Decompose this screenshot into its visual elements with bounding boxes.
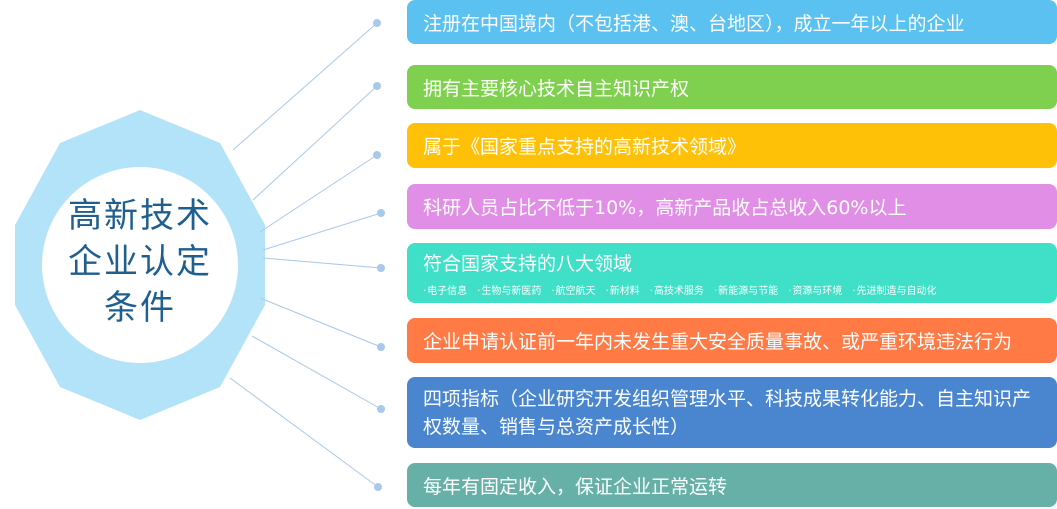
connector-dot (377, 405, 385, 413)
connector-lines (229, 19, 385, 491)
hub-title-line-1: 高新技术 (68, 196, 212, 236)
connector-line (259, 154, 378, 233)
condition-text: 拥有主要核心技术自主知识产权 (423, 77, 690, 100)
condition-text: 注册在中国境内（不包括港、澳、台地区），成立一年以上的企业 (423, 12, 965, 35)
condition-item-stable-income: 每年有固定收入，保证企业正常运转 (407, 463, 1057, 507)
condition-text: 属于《国家重点支持的高新技术领域》 (423, 136, 747, 158)
hub-title: 高新技术 企业认定 条件 (45, 193, 235, 331)
connector-line (251, 335, 382, 410)
field-tag: 高技术服务 (650, 282, 704, 297)
condition-item-registration: 注册在中国境内（不包括港、澳、台地区），成立一年以上的企业 (407, 0, 1057, 44)
connector-dot (377, 264, 385, 272)
condition-text: 企业申请认证前一年内未发生重大安全质量事故、或严重环境违法行为 (423, 331, 1013, 353)
condition-text: 符合国家支持的八大领域 (423, 253, 633, 275)
condition-item-no-violation: 企业申请认证前一年内未发生重大安全质量事故、或严重环境违法行为 (407, 318, 1057, 363)
field-tag: 资源与环境 (788, 282, 842, 297)
condition-item-four-indicators: 四项指标（企业研究开发组织管理水平、科技成果转化能力、自主知识产权数量、销售与总… (407, 377, 1057, 448)
hub-title-line-3: 条件 (104, 288, 176, 328)
connector-line (259, 297, 382, 348)
hub-title-line-2: 企业认定 (68, 242, 212, 282)
connector-line (232, 22, 378, 151)
hub-inner-circle (42, 167, 238, 363)
connector-line (229, 377, 379, 488)
field-tag: 新材料 (606, 282, 640, 297)
connector-line (252, 85, 378, 201)
condition-item-eight-fields: 符合国家支持的八大领域 电子信息 生物与新医药 航空航天 新材料 高技术服务 新… (407, 243, 1057, 303)
connector-line (262, 212, 382, 251)
connector-dot (373, 82, 381, 90)
condition-text: 科研人员占比不低于10%，高新产品收占总收入60%以上 (423, 197, 907, 219)
field-tag: 新能源与节能 (714, 282, 778, 297)
condition-item-staff-ratio: 科研人员占比不低于10%，高新产品收占总收入60%以上 (407, 184, 1057, 229)
connector-dot (377, 209, 385, 217)
connector-dot (374, 483, 382, 491)
condition-item-ip: 拥有主要核心技术自主知识产权 (407, 65, 1057, 109)
connector-dot (373, 151, 381, 159)
connector-dot (373, 19, 381, 27)
connector-line (262, 257, 382, 269)
condition-text: 每年有固定收入，保证企业正常运转 (423, 475, 728, 498)
connector-dot (377, 343, 385, 351)
field-tag: 先进制造与自动化 (852, 282, 937, 297)
field-tag: 电子信息 (423, 282, 467, 297)
condition-text: 四项指标（企业研究开发组织管理水平、科技成果转化能力、自主知识产权数量、销售与总… (423, 387, 1032, 438)
field-tags: 电子信息 生物与新医药 航空航天 新材料 高技术服务 新能源与节能 资源与环境 … (423, 282, 1057, 297)
field-tag: 生物与新医药 (477, 282, 541, 297)
field-tag: 航空航天 (551, 282, 596, 297)
condition-item-field: 属于《国家重点支持的高新技术领域》 (407, 123, 1057, 168)
